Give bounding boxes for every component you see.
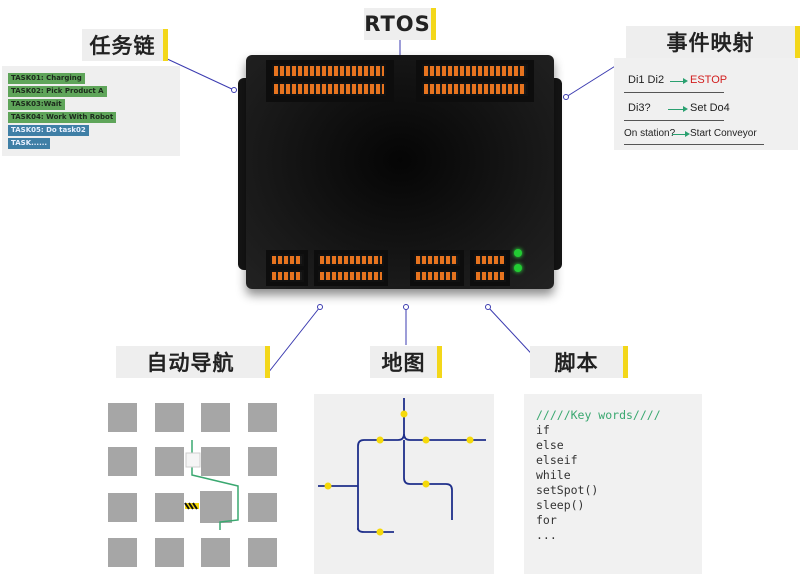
nav-cell xyxy=(108,447,137,476)
map-node xyxy=(376,528,384,536)
event-action: Start Conveyor xyxy=(690,128,757,139)
terminal-row xyxy=(270,254,304,266)
map-edge xyxy=(357,527,394,533)
event-trigger: Di3? xyxy=(628,102,651,114)
terminal-row xyxy=(422,64,528,78)
terminal-row xyxy=(272,64,386,78)
terminal-row xyxy=(318,270,384,282)
code-line: ... xyxy=(536,528,557,542)
task-item: TASK03:Wait xyxy=(8,99,65,110)
task-item: TASK01: Charging xyxy=(8,73,85,84)
terminal-row xyxy=(414,254,460,266)
script-label: 脚本 xyxy=(530,346,628,378)
nav-cell xyxy=(108,538,137,567)
nav-cell xyxy=(201,538,230,567)
divider xyxy=(624,144,764,145)
robot-path xyxy=(191,440,239,530)
map-node xyxy=(466,436,474,444)
task-item: TASK04: Work With Robot xyxy=(8,112,117,123)
task-chain-label: 任务链 xyxy=(82,29,168,61)
terminal-row xyxy=(422,82,528,96)
terminal-row xyxy=(272,82,386,96)
event-map-label: 事件映射 xyxy=(626,26,800,58)
map-graph xyxy=(318,398,486,536)
map-edge xyxy=(357,398,405,530)
nav-cell xyxy=(201,447,230,476)
map-node xyxy=(422,436,430,444)
terminal-row xyxy=(270,270,304,282)
nav-cell xyxy=(248,538,277,567)
auto-nav-label: 自动导航 xyxy=(116,346,270,378)
warning-stripe-icon xyxy=(184,502,199,510)
nav-cell xyxy=(155,493,184,522)
event-trigger: On station? xyxy=(624,128,676,139)
task-item: TASK...... xyxy=(8,138,51,149)
terminal-row xyxy=(474,254,506,266)
divider xyxy=(624,120,724,121)
map-edge xyxy=(403,440,453,520)
event-map-panel: Di1 Di2 ESTOP Di3? Set Do4 On station? S… xyxy=(614,58,798,150)
callout-nav-line xyxy=(267,306,321,374)
status-led-icon xyxy=(514,264,522,272)
map-panel xyxy=(314,394,494,574)
code-line: sleep() xyxy=(536,498,585,512)
nav-cell xyxy=(108,493,137,522)
rtos-label: RTOS xyxy=(364,8,436,40)
map-node xyxy=(324,482,332,490)
code-line: /////Key words//// xyxy=(536,408,661,422)
arrow-icon xyxy=(670,78,688,84)
callout-task-chain-line xyxy=(162,56,235,91)
robot-icon xyxy=(185,452,201,468)
map-label: 地图 xyxy=(370,346,442,378)
script-panel: /////Key words//// if else elseif while … xyxy=(524,394,702,574)
nav-cell xyxy=(155,538,184,567)
code-line: else xyxy=(536,438,564,452)
terminal-row xyxy=(414,270,460,282)
nav-cell xyxy=(248,447,277,476)
map-node xyxy=(422,480,430,488)
nav-cell xyxy=(248,493,277,522)
code-line: while xyxy=(536,468,571,482)
nav-cell xyxy=(108,403,137,432)
code-line: for xyxy=(536,513,557,527)
map-edge xyxy=(403,433,486,441)
task-chain-panel: TASK01: Charging TASK02: Pick Product A … xyxy=(2,66,180,156)
nav-cell xyxy=(155,447,184,476)
arrow-icon xyxy=(668,106,688,112)
arrow-icon xyxy=(672,131,690,137)
map-node xyxy=(376,436,384,444)
task-item: TASK05: Do task02 xyxy=(8,125,89,136)
status-led-icon xyxy=(514,249,522,257)
terminal-row xyxy=(318,254,384,266)
nav-cell xyxy=(200,491,232,523)
code-line: setSpot() xyxy=(536,483,599,497)
event-action: ESTOP xyxy=(690,74,728,86)
code-line: if xyxy=(536,423,550,437)
nav-cell xyxy=(248,403,277,432)
nav-cell xyxy=(201,403,230,432)
nav-cell xyxy=(155,403,184,432)
code-line: elseif xyxy=(536,453,578,467)
event-action: Set Do4 xyxy=(690,102,730,114)
task-item: TASK02: Pick Product A xyxy=(8,86,107,97)
event-trigger: Di1 Di2 xyxy=(628,74,665,86)
map-node xyxy=(400,410,408,418)
divider xyxy=(624,92,724,93)
terminal-row xyxy=(474,270,506,282)
